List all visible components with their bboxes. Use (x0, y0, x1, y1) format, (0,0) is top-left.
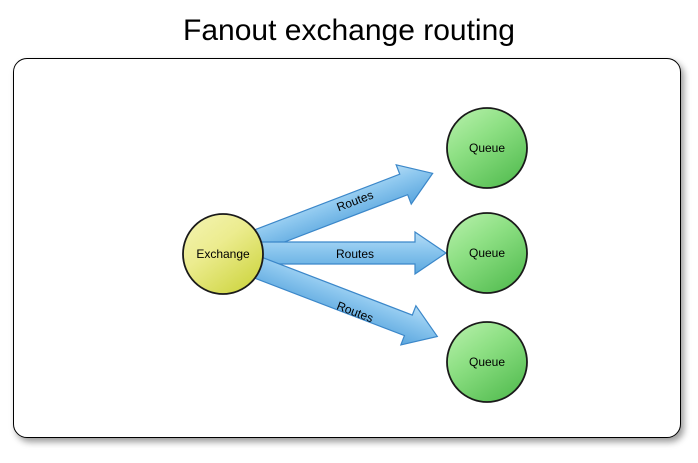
edge-arrow-queue-2 (258, 230, 448, 276)
node-queue-1[interactable] (446, 107, 528, 189)
edge-arrow-queue-3 (254, 256, 439, 346)
node-queue-2[interactable] (446, 212, 528, 294)
node-queue-3[interactable] (446, 321, 528, 403)
edge-arrow-queue-1 (254, 164, 434, 252)
node-exchange[interactable] (182, 213, 264, 295)
page-title: Fanout exchange routing (183, 14, 515, 47)
